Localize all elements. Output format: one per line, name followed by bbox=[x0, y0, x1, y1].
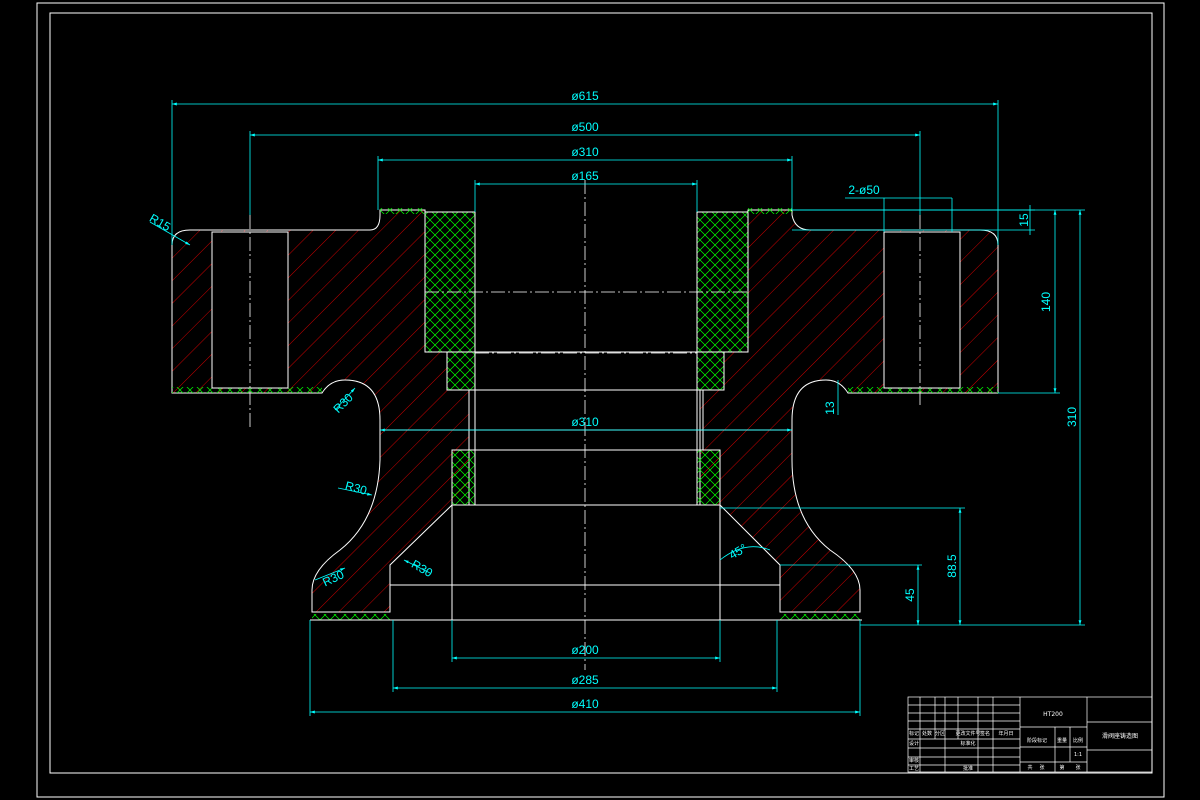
bushings bbox=[172, 208, 998, 620]
bushing-step-right bbox=[696, 351, 725, 391]
dimension-labels: ø615 ø500 ø310 ø165 2-ø50 15 140 310 13 … bbox=[147, 89, 1079, 711]
title-block-material: HT200 bbox=[1043, 711, 1063, 718]
title-block-col-date: 年月日 bbox=[998, 730, 1013, 737]
outer-frame bbox=[36, 2, 1165, 798]
title-block-text: HT200 滑阀座铸造图 1:1 标记 设计 审核 工艺 处数 分区 更改文件号… bbox=[909, 711, 1138, 772]
bushing-top-left bbox=[424, 211, 476, 353]
title-block-approve: 批准 bbox=[963, 765, 973, 772]
title-block-col-count: 处数 bbox=[922, 730, 932, 737]
allowance-top-left bbox=[380, 208, 425, 214]
dim-dia-165: ø165 bbox=[571, 169, 599, 183]
dim-dia-310-top: ø310 bbox=[571, 145, 599, 159]
title-block-sheet-unit-a: 张 bbox=[1039, 764, 1044, 771]
title-block-col-sign: 签名 bbox=[980, 730, 990, 737]
dim-dia-310-mid: ø310 bbox=[571, 415, 599, 429]
title-block-row-review: 审核 bbox=[909, 757, 919, 764]
title-block bbox=[907, 696, 1153, 773]
bushing-step-left bbox=[446, 351, 476, 391]
allowance-top-right bbox=[748, 208, 792, 214]
title-block-row-mark: 标记 bbox=[909, 730, 919, 737]
dim-r15: R15 bbox=[147, 211, 173, 234]
dim-h-88-5: 88.5 bbox=[945, 554, 959, 578]
dim-h-45: 45 bbox=[903, 588, 917, 602]
dim-r30-d: R30 bbox=[409, 557, 435, 580]
dim-r30-a: R30 bbox=[330, 390, 356, 416]
title-block-col-file: 更改文件号 bbox=[955, 730, 980, 737]
allowance-flange-left bbox=[172, 387, 322, 393]
dim-dia-200: ø200 bbox=[571, 643, 599, 657]
title-block-drawing-name: 滑阀座铸造图 bbox=[1102, 732, 1138, 740]
title-block-sheet-unit-b: 张 bbox=[1075, 764, 1080, 771]
inner-frame bbox=[49, 12, 1153, 774]
bushing-mid-right bbox=[696, 449, 721, 506]
bolt-hole-right bbox=[883, 231, 961, 389]
title-block-stage: 阶段标记 bbox=[1027, 737, 1047, 744]
title-block-row-design: 设计 bbox=[909, 740, 919, 747]
allowance-base-left bbox=[312, 614, 390, 620]
dim-dia-500: ø500 bbox=[571, 120, 599, 134]
allowance-base-right bbox=[780, 614, 860, 620]
title-block-sheet-total: 共 bbox=[1027, 764, 1032, 771]
dim-dia-285: ø285 bbox=[571, 673, 599, 687]
dim-h-140: 140 bbox=[1039, 292, 1053, 312]
dim-dia-615: ø615 bbox=[571, 89, 599, 103]
dimension-lines bbox=[149, 100, 1085, 716]
dim-dia-410: ø410 bbox=[571, 697, 599, 711]
dim-angle-45: 45° bbox=[727, 541, 750, 562]
allowance-flange-right bbox=[848, 387, 998, 393]
centerlines bbox=[249, 180, 921, 670]
title-block-sheet-no: 第 bbox=[1059, 764, 1064, 771]
title-block-scale: 比例 bbox=[1073, 737, 1083, 744]
dim-h-15: 15 bbox=[1017, 213, 1031, 227]
title-block-row-process: 工艺 bbox=[909, 766, 919, 772]
title-block-std: 标准化 bbox=[960, 740, 975, 747]
title-block-weight: 重量 bbox=[1057, 737, 1067, 744]
dim-r30-b: R30 bbox=[344, 479, 369, 498]
dim-h-310: 310 bbox=[1065, 407, 1079, 427]
title-block-ratio: 1:1 bbox=[1074, 752, 1082, 758]
dim-h-13: 13 bbox=[823, 401, 837, 415]
dim-holes-2-dia-50: 2-ø50 bbox=[848, 183, 880, 197]
bushing-mid-left bbox=[451, 449, 476, 506]
bushing-top-right bbox=[696, 211, 749, 353]
title-block-col-zone: 分区 bbox=[935, 730, 945, 737]
